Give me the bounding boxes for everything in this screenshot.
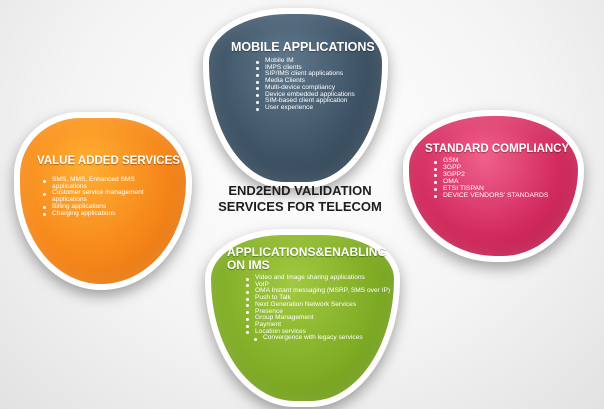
list-item: Mobile IM (255, 57, 355, 65)
mobile-applications-bubble: MOBILE APPLICATIONS Mobile IM IMPS clien… (203, 8, 388, 188)
list-item: Media Clients (255, 77, 355, 85)
list-item: User experience (255, 104, 355, 112)
list-item: Presence (245, 308, 395, 316)
list-item: Push to Talk (245, 294, 395, 302)
sub-list-item: Convergence with legacy services (245, 335, 395, 342)
list-item: 3GPP (433, 164, 548, 172)
list-item: Video and Image sharing applications (245, 274, 395, 282)
center-title: END2END VALIDATION SERVICES FOR TELECOM (218, 183, 382, 215)
value-added-services-list: SMS, MMS, Enhanced SMS applications Cust… (42, 176, 162, 218)
list-item: VoIP (245, 281, 395, 289)
list-item: SMS, MMS, Enhanced SMS applications (42, 176, 162, 190)
list-item: OMA (433, 178, 548, 186)
list-item: DEVICE VENDORS' STANDARDS (433, 192, 548, 200)
mobile-applications-title: MOBILE APPLICATIONS (231, 40, 375, 54)
list-item: SIP/IMS client applications (255, 71, 355, 78)
list-item: Billing applications (42, 203, 162, 211)
list-item: Charging applications (42, 210, 162, 218)
mobile-applications-list: Mobile IM IMPS clients SIP/IMS client ap… (255, 57, 355, 112)
value-added-services-bubble: VALUE ADDED SERVICES SMS, MMS, Enhanced … (14, 112, 192, 290)
list-item: Multi-device compliancy (255, 84, 355, 92)
list-item: Location services (245, 328, 395, 336)
standard-compliancy-title: STANDARD COMPLIANCY (425, 143, 570, 155)
list-item: Device embedded applications (255, 91, 355, 99)
standard-compliancy-list: GSM 3GPP 3GPP2 OMA ETSI TISPAN DEVICE VE… (433, 157, 548, 200)
applications-enabling-ims-bubble: APPLICATIONS&ENABLING ON IMS Video and I… (205, 229, 400, 407)
applications-enabling-ims-title: APPLICATIONS&ENABLING ON IMS (227, 245, 387, 272)
list-item: Customer service management applications (42, 189, 162, 203)
list-item: OMA Instant messaging (MSRP, SMS over IP… (245, 288, 395, 295)
list-item: Next Generation Network Services (245, 301, 395, 309)
list-item: GSM (433, 157, 548, 165)
list-item: 3GPP2 (433, 171, 548, 179)
list-item: IMPS clients (255, 64, 355, 72)
standard-compliancy-bubble: STANDARD COMPLIANCY GSM 3GPP 3GPP2 OMA E… (403, 110, 584, 262)
list-item: Group Management (245, 315, 395, 322)
list-item: ETSI TISPAN (433, 185, 548, 193)
value-added-services-title: VALUE ADDED SERVICES (37, 155, 180, 167)
list-item: Payment (245, 321, 395, 329)
applications-enabling-ims-list: Video and Image sharing applications VoI… (245, 274, 395, 342)
list-item: SIM-based client application (255, 98, 355, 105)
